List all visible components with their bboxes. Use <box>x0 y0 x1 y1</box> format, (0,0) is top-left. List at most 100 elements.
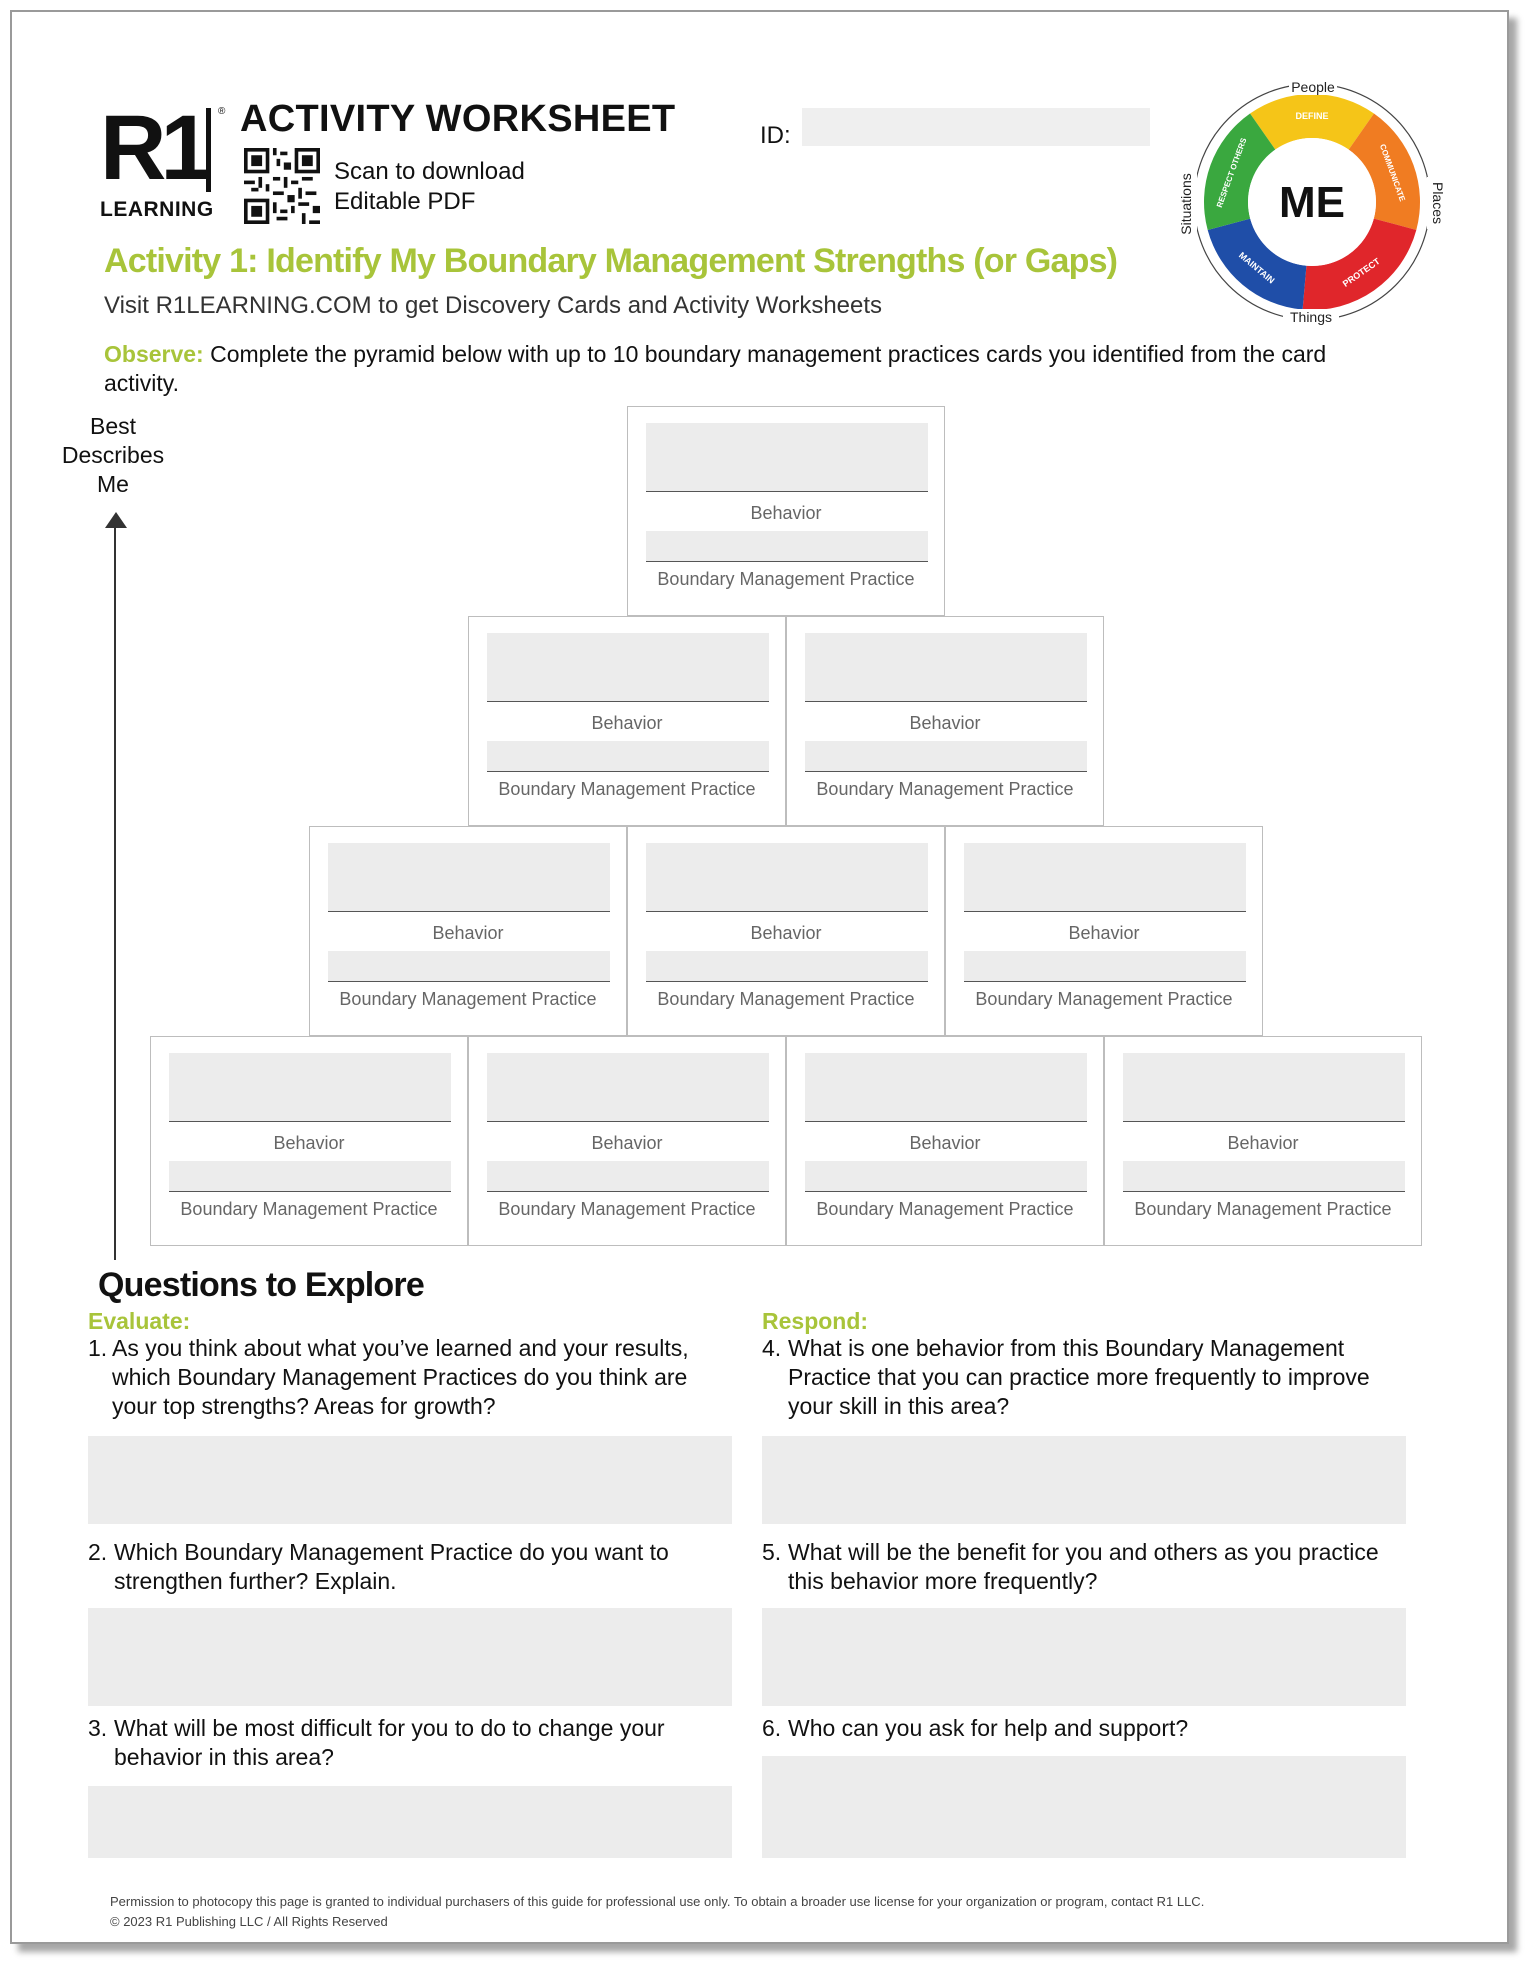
answer-box-6[interactable] <box>762 1756 1406 1858</box>
practice-field[interactable] <box>169 1161 451 1192</box>
wheel-segment-label: DEFINE <box>1295 111 1328 121</box>
practice-field[interactable] <box>487 741 769 772</box>
behavior-field[interactable] <box>646 423 928 492</box>
practice-label: Boundary Management Practice <box>657 569 915 589</box>
practice-field[interactable] <box>805 1161 1087 1192</box>
behavior-field[interactable] <box>805 633 1087 702</box>
behavior-field[interactable] <box>964 843 1246 912</box>
question-1: 1.As you think about what you’ve learned… <box>88 1334 708 1421</box>
wheel-outer-places: Places <box>1430 182 1446 224</box>
behavior-label: Behavior <box>909 1133 981 1153</box>
answer-box-1[interactable] <box>88 1436 732 1524</box>
questions-title: Questions to Explore <box>98 1266 425 1304</box>
question-number: 2. <box>88 1539 108 1565</box>
question-text: Who can you ask for help and support? <box>788 1715 1189 1741</box>
wheel-segment <box>1204 113 1276 230</box>
question-number: 4. <box>762 1335 782 1361</box>
axis-label-line: Me <box>97 471 129 497</box>
footer-copyright-text: © 2023 R1 Publishing LLC / All Rights Re… <box>110 1914 388 1929</box>
question-text: As you think about what you’ve learned a… <box>112 1335 689 1419</box>
question-number: 5. <box>762 1539 782 1565</box>
question-6: 6.Who can you ask for help and support? <box>762 1714 1382 1743</box>
arrow-up-icon <box>105 512 127 528</box>
wheel-center-label: ME <box>1279 178 1345 227</box>
practice-field[interactable] <box>1123 1161 1405 1192</box>
practice-label: Boundary Management Practice <box>339 989 597 1009</box>
practice-label: Boundary Management Practice <box>816 1199 1074 1219</box>
behavior-field[interactable] <box>805 1053 1087 1122</box>
question-text: Which Boundary Management Practice do yo… <box>114 1539 669 1594</box>
behavior-field[interactable] <box>646 843 928 912</box>
qr-code-icon[interactable] <box>244 148 320 224</box>
practice-label: Boundary Management Practice <box>975 989 1233 1009</box>
behavior-field[interactable] <box>328 843 610 912</box>
behavior-label: Behavior <box>591 1133 663 1153</box>
practice-label: Boundary Management Practice <box>180 1199 438 1219</box>
answer-box-4[interactable] <box>762 1436 1406 1524</box>
worksheet-page: R1 ® LEARNING ACTIVITY WORKSHEET Scan to… <box>10 10 1509 1944</box>
answer-box-5[interactable] <box>762 1608 1406 1706</box>
id-input-field[interactable] <box>802 108 1150 146</box>
wheel-segment <box>1348 113 1420 230</box>
question-4: 4.What is one behavior from this Boundar… <box>762 1334 1412 1421</box>
question-3: 3.What will be most difficult for you to… <box>88 1714 708 1772</box>
behavior-field[interactable] <box>169 1053 451 1122</box>
observe-instructions: Observe: Complete the pyramid below with… <box>104 340 1334 398</box>
question-number: 6. <box>762 1715 782 1741</box>
respond-label: Respond: <box>762 1308 869 1334</box>
behavior-field[interactable] <box>487 633 769 702</box>
footer-permission-text: Permission to photocopy this page is gra… <box>110 1894 1205 1909</box>
behavior-field[interactable] <box>487 1053 769 1122</box>
observe-text: Complete the pyramid below with up to 10… <box>104 341 1327 396</box>
practice-field[interactable] <box>805 741 1087 772</box>
practice-field[interactable] <box>964 951 1246 982</box>
wheel-segment <box>1207 218 1307 310</box>
wheel-outer-situations: Situations <box>1178 173 1194 234</box>
practice-field[interactable] <box>328 951 610 982</box>
activity-title: Activity 1: Identify My Boundary Managem… <box>104 242 1118 280</box>
practice-label: Boundary Management Practice <box>816 779 1074 799</box>
r1-logo-mark: R1 <box>100 97 212 199</box>
practice-label: Boundary Management Practice <box>657 989 915 1009</box>
behavior-label: Behavior <box>750 923 822 943</box>
behavior-label: Behavior <box>750 503 822 523</box>
axis-label-line: Best <box>89 413 137 439</box>
behavior-label: Behavior <box>273 1133 345 1153</box>
axis-label-line: Describes <box>61 442 165 468</box>
wheel-segment <box>1302 218 1417 310</box>
practice-label: Boundary Management Practice <box>1134 1199 1392 1219</box>
question-text: What will be most difficult for you to d… <box>114 1715 665 1770</box>
answer-box-3[interactable] <box>88 1786 732 1858</box>
scan-instruction-line2: Editable PDF <box>334 188 476 215</box>
scan-instruction-line1: Scan to download <box>334 158 525 185</box>
visit-instructions: Visit R1LEARNING.COM to get Discovery Ca… <box>104 292 883 319</box>
behavior-label: Behavior <box>1068 923 1140 943</box>
question-2: 2.Which Boundary Management Practice do … <box>88 1538 728 1596</box>
practice-field[interactable] <box>646 951 928 982</box>
behavior-label: Behavior <box>591 713 663 733</box>
practice-field[interactable] <box>646 531 928 562</box>
question-number: 1. <box>88 1335 108 1361</box>
question-5: 5.What will be the benefit for you and o… <box>762 1538 1382 1596</box>
practice-label: Boundary Management Practice <box>498 779 756 799</box>
behavior-label: Behavior <box>432 923 504 943</box>
pyramid-axis-label: Best Describes Me <box>58 412 168 499</box>
wheel-outer-people: People <box>1291 79 1335 95</box>
behavior-label: Behavior <box>909 713 981 733</box>
question-text: What is one behavior from this Boundary … <box>788 1335 1370 1419</box>
wheel-segment <box>1250 93 1374 150</box>
question-number: 3. <box>88 1715 108 1741</box>
practice-field[interactable] <box>487 1161 769 1192</box>
behavior-field[interactable] <box>1123 1053 1405 1122</box>
answer-box-2[interactable] <box>88 1608 732 1706</box>
logo-learning-text: LEARNING <box>100 198 214 221</box>
